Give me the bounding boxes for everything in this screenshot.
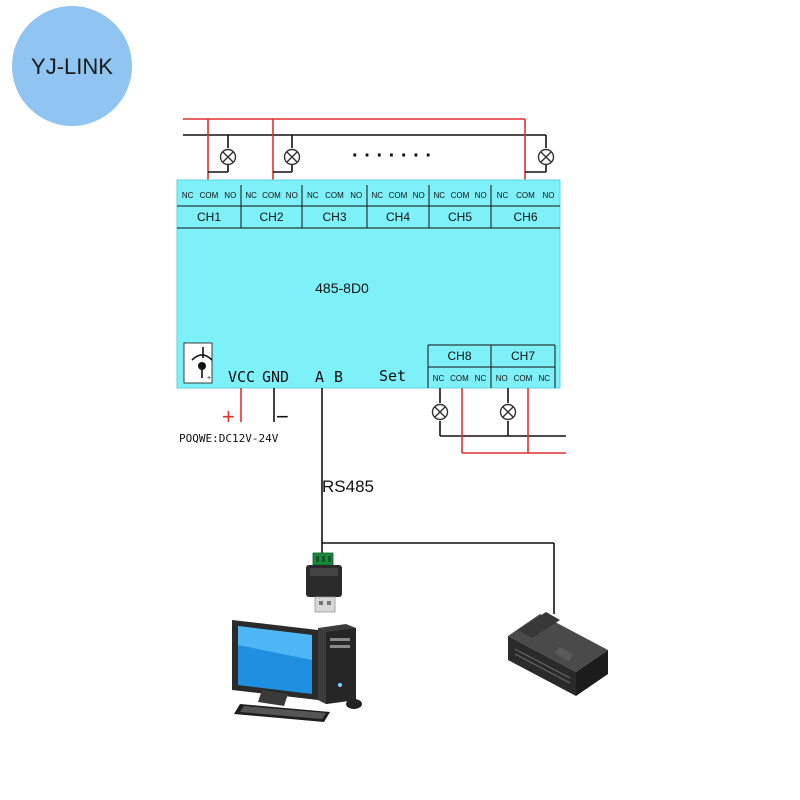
vcc-label: VCC: [228, 368, 255, 386]
top-terminal-strip: [177, 185, 560, 229]
module-model: 485-8D0: [315, 280, 369, 296]
channel-label-ch3: CH3: [322, 210, 346, 224]
terminal-label: NC: [245, 191, 257, 200]
terminal-label: COM: [450, 374, 469, 383]
set-label: Set: [379, 367, 406, 385]
svg-text:+: +: [207, 375, 211, 382]
terminal-label: NO: [413, 191, 425, 200]
lamp-icon: [537, 148, 555, 166]
terminal-label: NO: [475, 191, 487, 200]
power-caption: POQWE:DC12V-24V: [179, 432, 279, 445]
terminal-label: NC: [497, 191, 509, 200]
lamp-icon: [431, 403, 449, 421]
minus-sign: −: [276, 404, 289, 429]
terminal-label: NO: [496, 374, 508, 383]
terminal-label: NO: [543, 191, 555, 200]
bottom-wiring: [439, 388, 566, 454]
terminal-label: NC: [433, 374, 445, 383]
channel-label-ch4: CH4: [386, 210, 410, 224]
lamp-icon: [499, 403, 517, 421]
terminal-label: COM: [262, 191, 281, 200]
usb-rs485-converter-icon: [306, 552, 342, 613]
rs485-label: RS485: [322, 477, 374, 496]
terminal-label: NC: [307, 191, 319, 200]
top-channel-labels: NC COM NO CH1 NC COM NO CH2 NC COM NO CH3 NC COM NO CH4…: [182, 191, 555, 224]
terminal-label: NC: [434, 191, 446, 200]
lamp-icon: [219, 148, 237, 166]
terminal-label: NC: [182, 191, 194, 200]
gnd-label: GND: [262, 368, 289, 386]
plc-controller-icon: [508, 612, 608, 696]
power-wiring: [240, 388, 275, 422]
channel-label-ch1: CH1: [197, 210, 221, 224]
top-wiring: [183, 118, 547, 180]
terminal-label: NC: [475, 374, 487, 383]
terminal-label: COM: [325, 191, 344, 200]
logo-circle: [12, 6, 132, 126]
terminal-label: COM: [514, 374, 533, 383]
dc-jack-icon: +: [183, 342, 213, 384]
terminal-label: NC: [372, 191, 384, 200]
b-label: B: [334, 368, 343, 386]
bottom-terminal-strip: [427, 344, 556, 388]
terminal-label: COM: [200, 191, 219, 200]
terminal-label: NO: [286, 191, 298, 200]
desktop-computer-icon: [232, 620, 362, 722]
terminal-label: NO: [350, 191, 362, 200]
terminal-label: NC: [539, 374, 551, 383]
channel-label-ch5: CH5: [448, 210, 472, 224]
channel-label-ch6: CH6: [513, 210, 537, 224]
terminal-label: COM: [516, 191, 535, 200]
a-label: A: [315, 368, 324, 386]
plus-sign: +: [222, 404, 235, 429]
terminal-label: COM: [451, 191, 470, 200]
logo-text: YJ-LINK: [31, 54, 113, 79]
brand-logo: YJ-LINK: [12, 6, 132, 126]
lamp-icon: [283, 148, 301, 166]
ellipsis-dots: · · · · · · ·: [352, 145, 432, 167]
channel-label-ch2: CH2: [259, 210, 283, 224]
terminal-label: NO: [224, 191, 236, 200]
channel-label-ch7: CH7: [511, 349, 535, 363]
terminal-label: COM: [389, 191, 408, 200]
channel-label-ch8: CH8: [447, 349, 471, 363]
rs485-bus: [321, 388, 555, 614]
